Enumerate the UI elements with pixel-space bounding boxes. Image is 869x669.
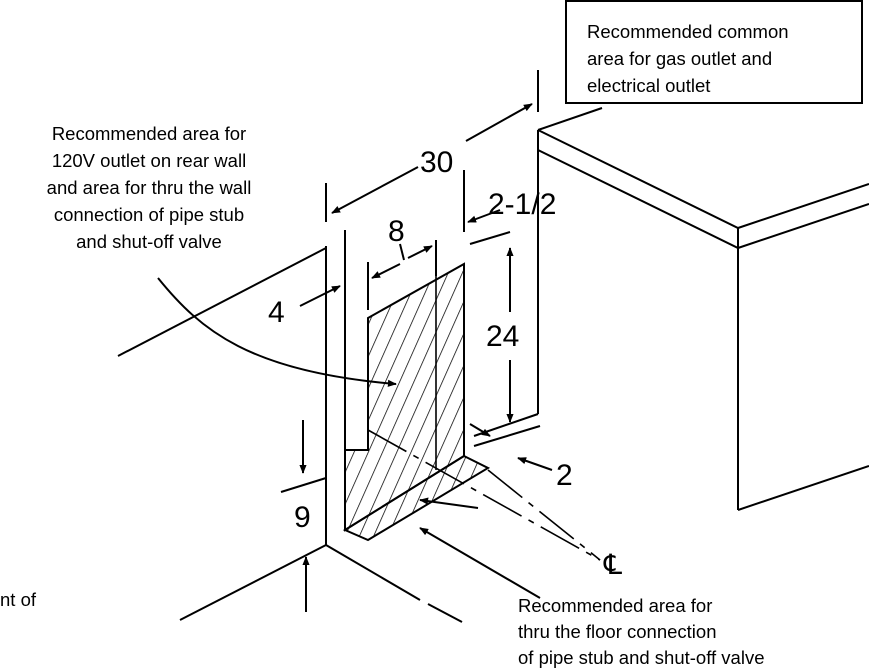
cabinet xyxy=(473,107,869,511)
note-line: Recommended area for xyxy=(52,123,246,144)
box-line: area for gas outlet and xyxy=(587,48,772,69)
dimension-24-label: 24 xyxy=(486,320,519,353)
dimension-2-label: 2 xyxy=(556,459,573,492)
box-line: electrical outlet xyxy=(587,75,710,96)
note-common-area-box: Recommended common area for gas outlet a… xyxy=(565,0,863,104)
leader-floor-note xyxy=(419,497,541,599)
cut-off-text: nt of xyxy=(0,589,37,610)
dimension-30-label: 30 xyxy=(420,146,453,179)
dimension-2-1-2: 2-1/2 xyxy=(467,188,556,223)
leader-rear-wall-note xyxy=(157,277,397,387)
dimension-2-1-2-label: 2-1/2 xyxy=(488,188,556,221)
note-line: and shut-off valve xyxy=(76,231,222,252)
dimension-2: 2 xyxy=(469,423,573,492)
wall-floor-lines xyxy=(117,70,541,623)
note-line: and area for thru the wall xyxy=(47,177,252,198)
note-line: connection of pipe stub xyxy=(54,204,244,225)
note-line: 120V outlet on rear wall xyxy=(52,150,246,171)
dimension-8-label: 8 xyxy=(388,215,405,248)
dimension-30: 30 xyxy=(331,103,533,214)
centerline: ℄ xyxy=(367,429,622,580)
note-line: of pipe stub and shut-off valve xyxy=(518,647,765,668)
dimension-9: 9 xyxy=(294,420,311,612)
note-line: Recommended area for xyxy=(518,595,712,616)
dimension-8: 8 xyxy=(371,215,433,279)
dimension-9-label: 9 xyxy=(294,501,311,534)
note-rear-wall-area: Recommended area for 120V outlet on rear… xyxy=(47,123,252,252)
centerline-symbol: ℄ xyxy=(603,549,622,580)
dimension-24: 24 xyxy=(486,247,519,423)
dimension-4-label: 4 xyxy=(268,296,285,329)
dimension-4: 4 xyxy=(268,285,341,329)
note-line: thru the floor connection xyxy=(518,621,717,642)
box-line: Recommended common xyxy=(587,21,789,42)
note-floor-area: Recommended area for thru the floor conn… xyxy=(518,595,765,668)
